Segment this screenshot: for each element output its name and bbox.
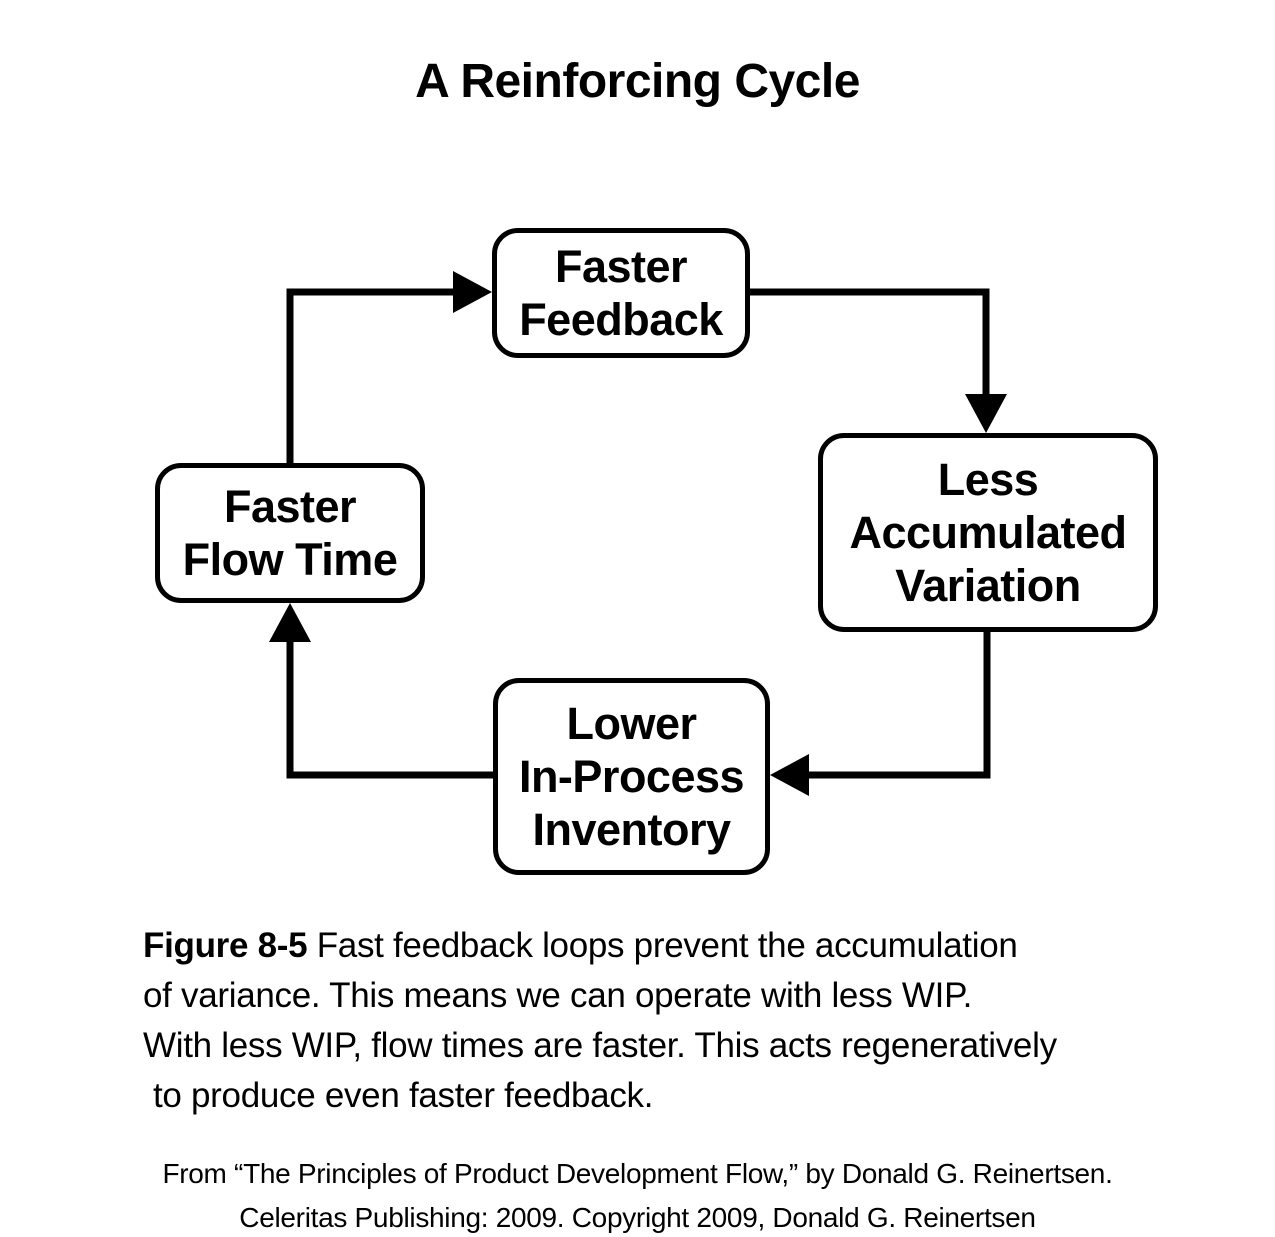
attribution: From “The Principles of Product Developm… [0,1152,1275,1237]
figure-caption: Figure 8-5 Fast feedback loops prevent t… [143,921,1057,1121]
arrow-inventory-to-flow-time [269,603,493,779]
node-faster-flow-time: Faster Flow Time [155,463,425,603]
node-lower-in-process-inventory: Lower In-Process Inventory [493,678,770,875]
arrow-feedback-to-variation [750,288,1007,433]
node-less-accumulated-variation: Less Accumulated Variation [818,433,1158,632]
arrow-variation-to-inventory [770,632,991,796]
attribution-line: From “The Principles of Product Developm… [162,1158,1113,1189]
node-faster-feedback: Faster Feedback [492,228,750,358]
caption-line: of variance. This means we can operate w… [143,976,973,1015]
figure-number-label: Figure 8-5 [143,926,308,965]
figure-title: A Reinforcing Cycle [415,55,860,108]
arrow-flow-time-to-feedback [286,271,492,463]
attribution-line: Celeritas Publishing: 2009. Copyright 20… [239,1202,1036,1233]
caption-line: to produce even faster feedback. [153,1076,654,1115]
caption-text: Fast feedback loops prevent the accumula… [316,926,1018,965]
caption-line: Figure 8-5 Fast feedback loops prevent t… [143,921,1057,971]
caption-line: With less WIP, flow times are faster. Th… [143,1026,1057,1065]
